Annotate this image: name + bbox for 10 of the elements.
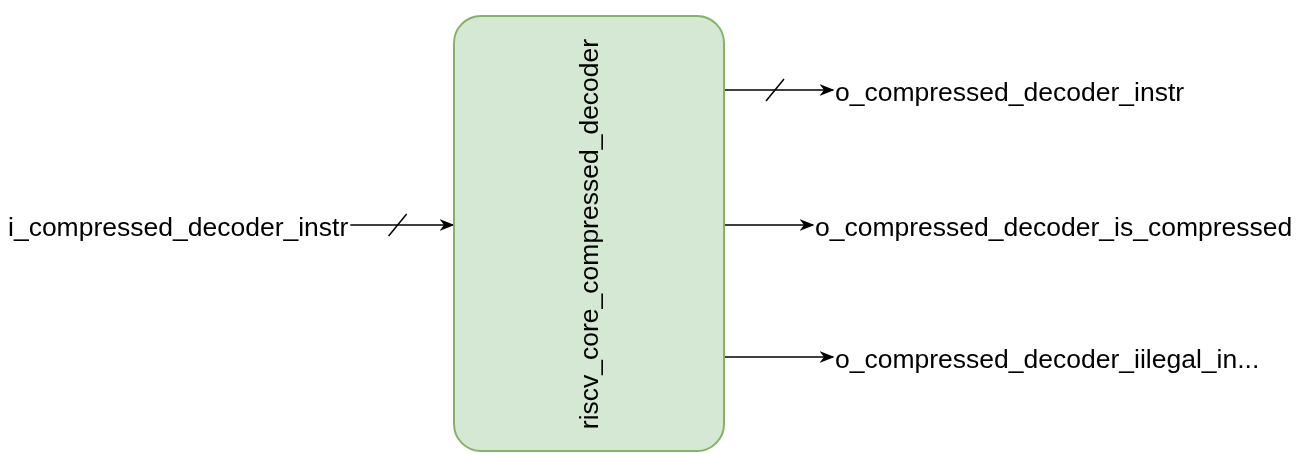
module-name: riscv_core_compressed_decoder <box>575 38 603 429</box>
arrow <box>724 351 835 363</box>
module-block <box>453 15 725 452</box>
signal-name: o_compressed_decoder_iilegal_in... <box>835 344 1260 374</box>
arrow <box>724 219 815 231</box>
bus-arrow <box>724 78 835 102</box>
signal-name: o_compressed_decoder_instr <box>835 77 1185 107</box>
bus-arrow <box>349 213 455 237</box>
signal-name: i_compressed_decoder_instr <box>8 212 349 242</box>
signal-name: o_compressed_decoder_is_compressed <box>815 212 1293 242</box>
